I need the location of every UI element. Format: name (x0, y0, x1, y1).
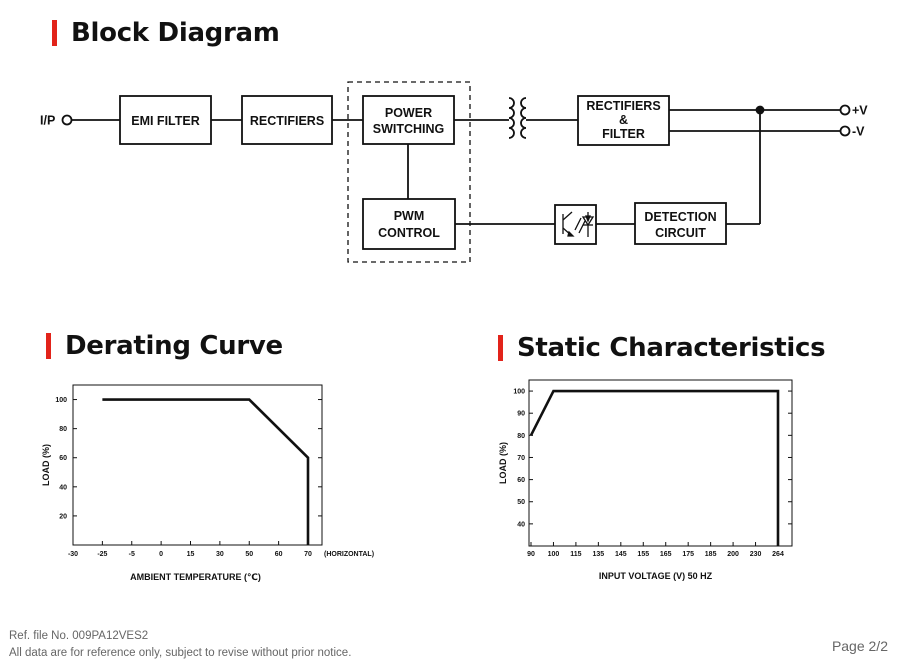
output-neg-label: -V (852, 125, 865, 139)
rectifiers-filter-block (577, 95, 670, 146)
emi-filter-block (119, 95, 212, 145)
input-label: I/P (40, 114, 55, 128)
pwm-control-label-line2: CONTROL (378, 226, 440, 240)
y-tick-label: 60 (59, 455, 67, 462)
derating-curve-line (102, 398, 310, 545)
x-axis-title: AMBIENT TEMPERATURE (℃) (130, 572, 261, 582)
y-tick-label: 40 (59, 484, 67, 491)
x-tick-label: 264 (772, 551, 784, 558)
x-tick-label: -30 (68, 551, 78, 558)
pwm-control-block (362, 198, 456, 250)
input-terminal (61, 114, 73, 126)
x-tick-label: -25 (97, 551, 107, 558)
derating-curve-title-text: Derating Curve (65, 331, 283, 361)
x-tick-label: 185 (705, 551, 717, 558)
x-tick-note: (HORIZONTAL) (324, 551, 374, 558)
y-axis-title: LOAD (%) (41, 444, 51, 486)
x-tick-label: 230 (750, 551, 762, 558)
rectifiers-filter-label-line1: RECTIFIERS (586, 99, 660, 113)
x-tick-label: 175 (682, 551, 694, 558)
y-tick-label: 60 (517, 477, 525, 484)
y-tick-label: 80 (59, 426, 67, 433)
y-tick-label: 70 (517, 455, 525, 462)
x-tick-label: 135 (593, 551, 605, 558)
footer: Ref. file No. 009PA12VES2 All data are f… (9, 628, 351, 662)
y-tick-label: 100 (513, 389, 525, 396)
y-tick-label: 90 (517, 411, 525, 418)
pwm-control-label-line1: PWM (394, 209, 425, 223)
x-tick-label: 155 (637, 551, 649, 558)
detection-circuit-block (634, 202, 727, 245)
block-diagram-title: Block Diagram (52, 18, 280, 48)
y-tick-label: 80 (517, 433, 525, 440)
output-neg-terminal (839, 125, 851, 137)
static-characteristics-chart: 90 100 115 135 145 155 165 175 185 200 230 264 40 50 6… (498, 379, 793, 581)
y-tick-label: 20 (59, 513, 67, 520)
derating-curve-title: Derating Curve (46, 331, 283, 361)
block-diagram-title-text: Block Diagram (71, 18, 280, 48)
power-switching-block (362, 95, 455, 145)
y-tick-label: 40 (517, 521, 525, 528)
static-characteristics-line (529, 389, 780, 546)
y-axis-title: LOAD (%) (498, 442, 508, 484)
static-characteristics-title-text: Static Characteristics (517, 333, 826, 363)
rectifiers-block (241, 95, 333, 145)
plot-frame (72, 384, 323, 546)
title-accent-bar (46, 333, 51, 359)
x-tick-label: 165 (660, 551, 672, 558)
plot-frame (528, 379, 793, 547)
block-diagram: I/P EMI FILTER RECTIFIERS POWER SWITCHIN… (40, 81, 868, 263)
title-accent-bar (498, 335, 503, 361)
isolation-boundary (347, 81, 471, 263)
x-tick-label: 70 (304, 551, 312, 558)
x-tick-label: -5 (129, 551, 135, 558)
emi-filter-label: EMI FILTER (131, 114, 200, 128)
x-tick-label: 100 (548, 551, 560, 558)
x-tick-label: 60 (275, 551, 283, 558)
x-tick-label: 90 (527, 551, 535, 558)
derating-curve-chart: -30 -25 -5 0 15 30 50 60 70 (HORIZONTAL) 20 40 60 80 1… (41, 384, 374, 582)
output-pos-label: +V (852, 104, 868, 118)
rectifiers-filter-label-line2: & (619, 113, 628, 127)
y-tick-label: 50 (517, 499, 525, 506)
rectifiers-filter-label-line3: FILTER (602, 127, 645, 141)
static-characteristics-title: Static Characteristics (498, 333, 826, 363)
x-tick-label: 115 (570, 551, 581, 558)
power-switching-label-line1: POWER (385, 106, 432, 120)
rectifiers-label: RECTIFIERS (250, 114, 324, 128)
x-tick-label: 0 (159, 551, 163, 558)
disclaimer-note: All data are for reference only, subject… (9, 647, 352, 659)
detection-circuit-label-line2: CIRCUIT (655, 226, 706, 240)
title-accent-bar (52, 20, 57, 46)
x-tick-label: 200 (727, 551, 739, 558)
x-tick-label: 145 (615, 551, 627, 558)
y-tick-label: 100 (55, 397, 67, 404)
x-tick-label: 30 (216, 551, 224, 558)
output-pos-terminal (839, 104, 851, 116)
transformer-secondary-coil (520, 97, 527, 139)
x-axis-title: INPUT VOLTAGE (V) 50 HZ (599, 571, 713, 581)
optocoupler-icon (562, 211, 595, 237)
detection-circuit-label-line1: DETECTION (644, 210, 716, 224)
power-switching-label-line2: SWITCHING (373, 122, 445, 136)
page-number: Page 2/2 (831, 638, 888, 654)
reference-file-number: Ref. file No. 009PA12VES2 (9, 630, 149, 642)
x-tick-label: 15 (187, 551, 195, 558)
transformer-primary-coil (508, 97, 515, 139)
x-tick-label: 50 (245, 551, 253, 558)
